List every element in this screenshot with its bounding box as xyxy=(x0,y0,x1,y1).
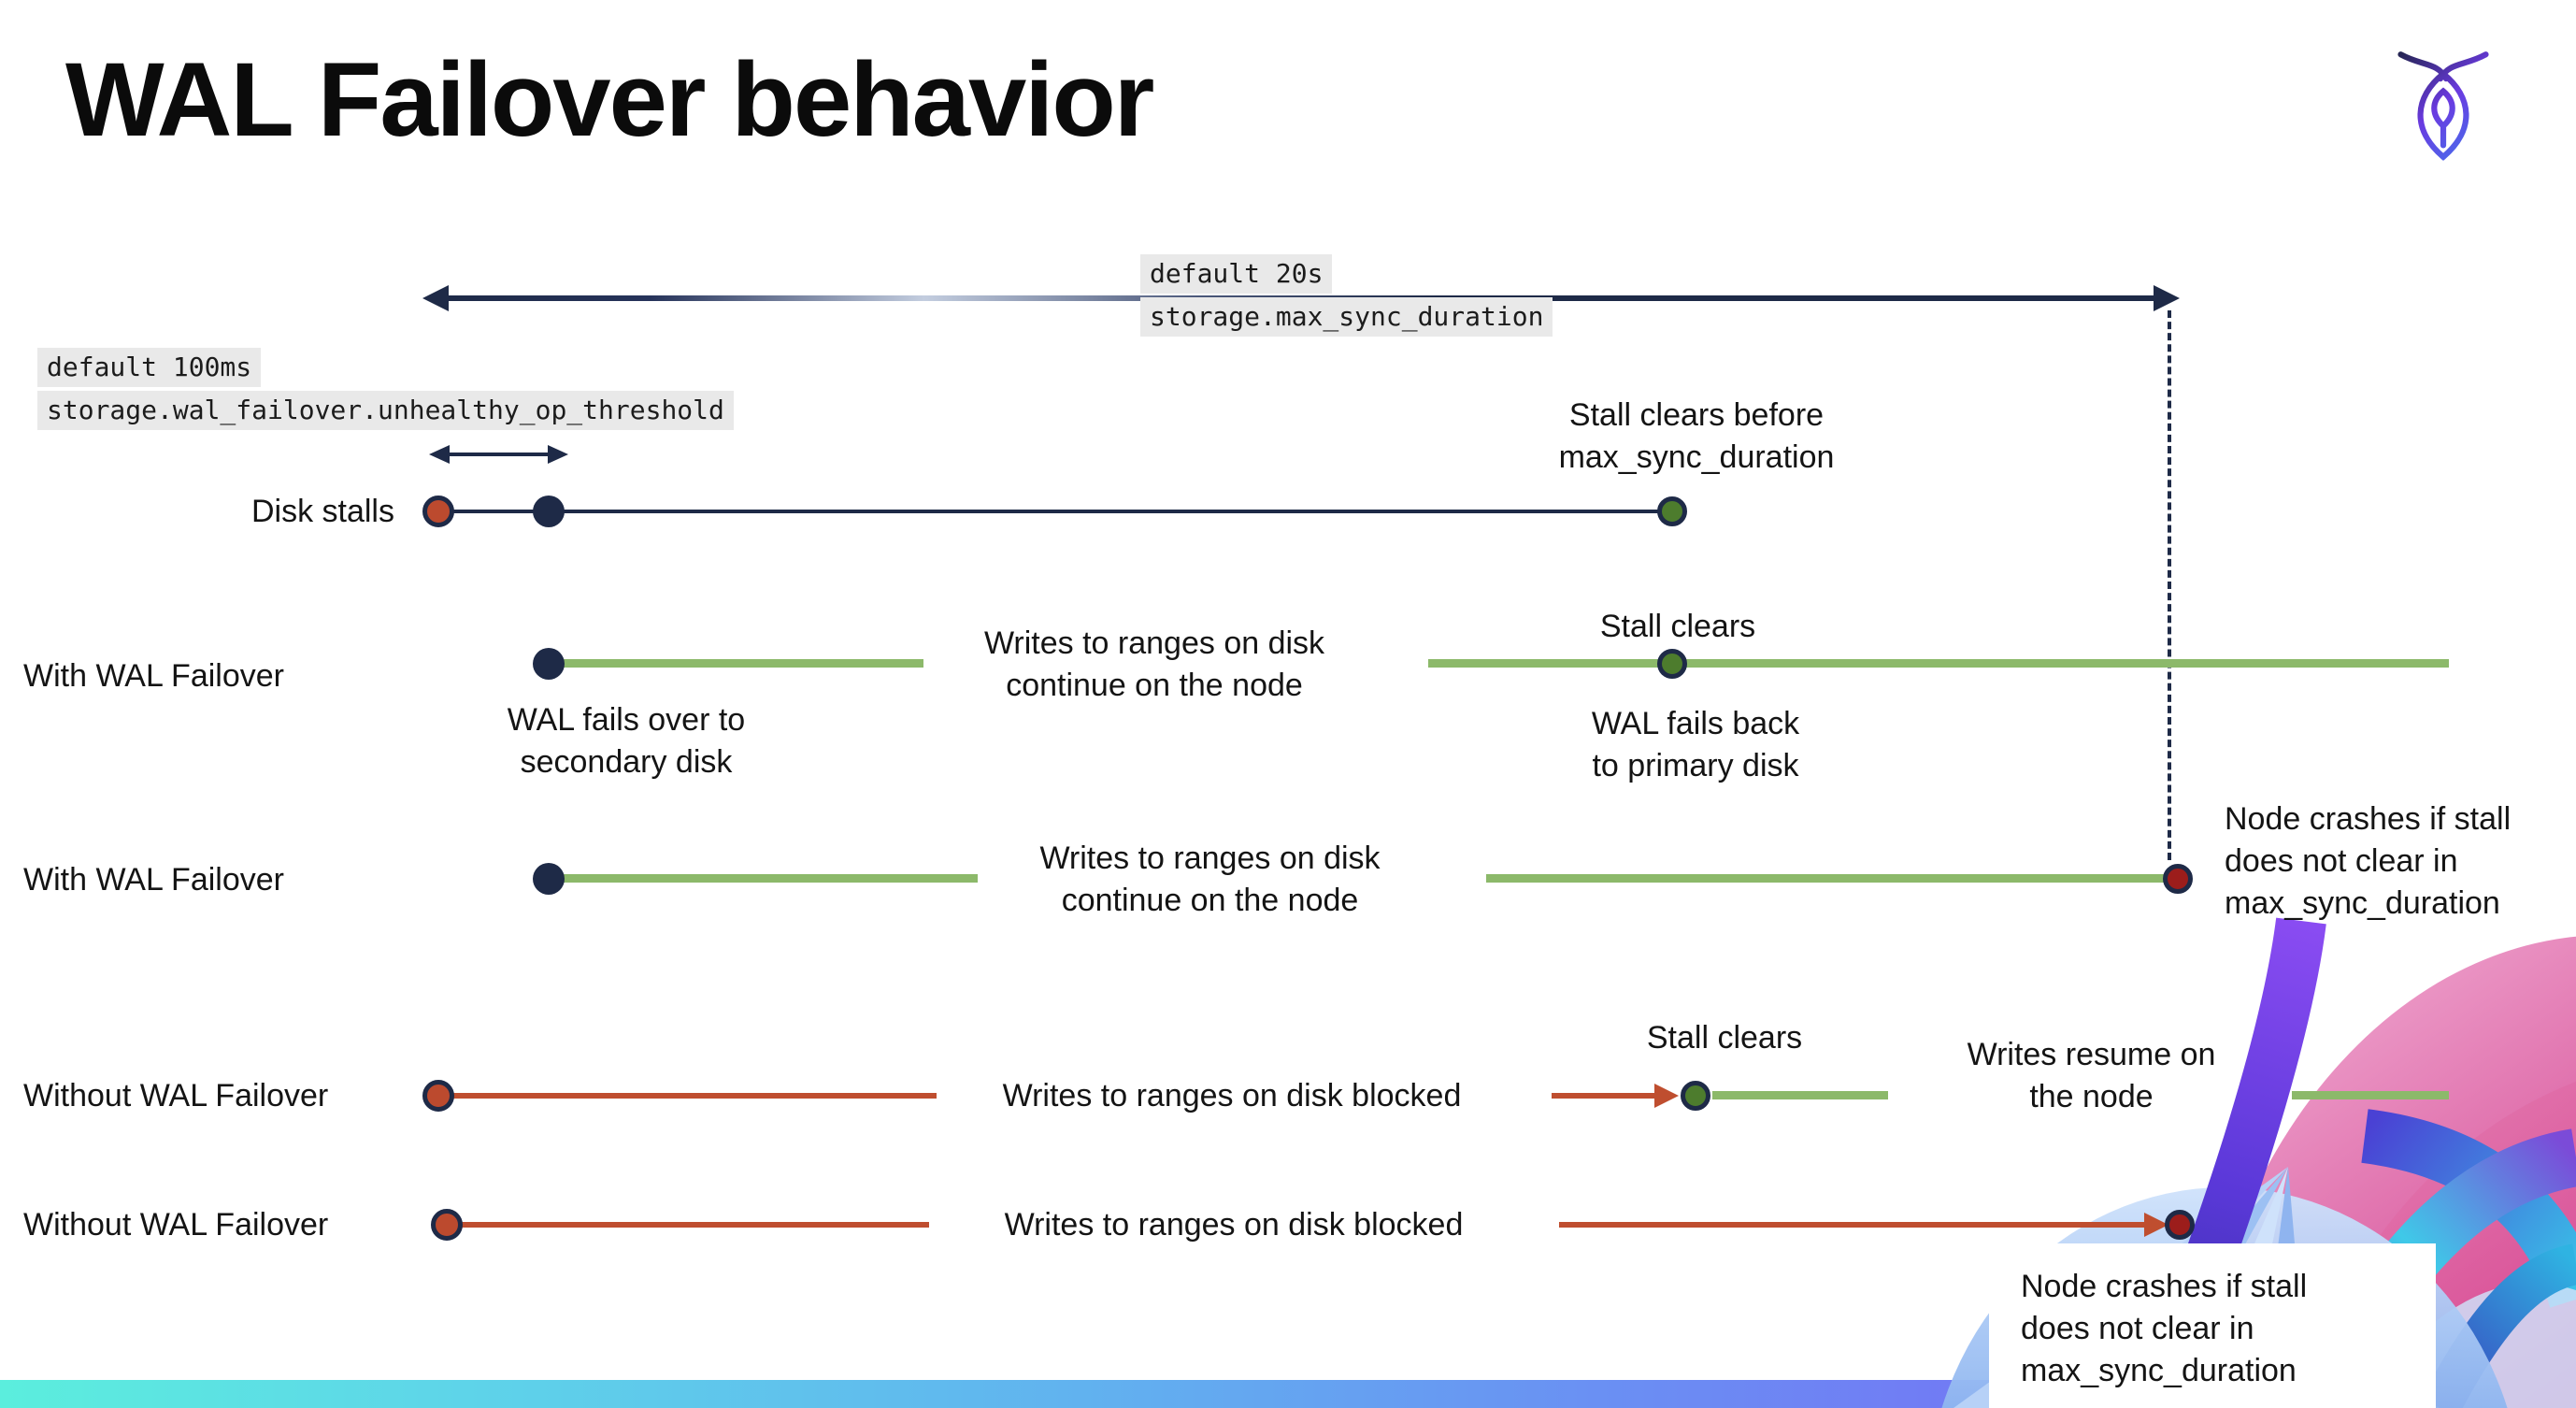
failover-dot-row3 xyxy=(533,863,565,895)
op-threshold-setting-name: storage.wal_failover.unhealthy_op_thresh… xyxy=(37,391,734,431)
threshold-arrow-right-head xyxy=(548,445,568,464)
stall-clears-before-note: Stall clears before max_sync_duration xyxy=(1558,397,1835,476)
row-label-with-wal-failover-1: With WAL Failover xyxy=(23,658,284,694)
red-segment-row4-a xyxy=(441,1093,937,1099)
node-crash-note-box: Node crashes if stall does not clear in … xyxy=(1989,1243,2436,1408)
disk-stall-dot-row5 xyxy=(431,1209,463,1241)
wal-fails-over-note: WAL fails over to secondary disk xyxy=(507,702,746,781)
threshold-arrow-left-head xyxy=(429,445,450,464)
max-sync-setting-name: storage.max_sync_duration xyxy=(1140,297,1553,338)
disk-stall-timeline xyxy=(438,510,1672,513)
writes-blocked-note-row4: Writes to ranges on disk blocked xyxy=(1002,1078,1462,1113)
cockroach-labs-logo xyxy=(2397,51,2489,161)
op-threshold-callout: default 100ms storage.wal_failover.unhea… xyxy=(37,348,734,431)
wal-fails-back-note: WAL fails back to primary disk xyxy=(1591,706,1800,784)
red-segment-row5-a xyxy=(451,1222,929,1228)
failover-threshold-dot xyxy=(533,496,565,527)
stall-clears-note-row2: Stall clears xyxy=(1599,609,1756,644)
green-segment-row3-a xyxy=(551,874,978,883)
failover-dot-row2 xyxy=(533,648,565,680)
row-label-with-wal-failover-2: With WAL Failover xyxy=(23,862,284,898)
green-segment-row2-a xyxy=(551,659,923,668)
threshold-arrow-line xyxy=(447,453,551,456)
max-sync-arrow-left-head xyxy=(422,285,449,311)
red-segment-row5-b xyxy=(1559,1222,2146,1228)
writes-continue-note-row3: Writes to ranges on disk continue on the… xyxy=(1039,840,1381,919)
green-segment-row2-b xyxy=(1428,659,2449,668)
red-segment-row4-b xyxy=(1552,1093,1656,1099)
op-threshold-default-value: default 100ms xyxy=(37,348,262,388)
stall-clears-note-row4: Stall clears xyxy=(1646,1020,1803,1056)
row-label-without-wal-failover-2: Without WAL Failover xyxy=(23,1207,329,1243)
red-arrow-head-row4 xyxy=(1654,1084,1679,1108)
node-crash-note-row5: Node crashes if stall does not clear in … xyxy=(2021,1269,2308,1389)
green-segment-row4-a xyxy=(1712,1091,1888,1099)
stall-clears-dot-row1 xyxy=(1657,496,1687,526)
max-sync-callout: default 20s storage.max_sync_duration xyxy=(1140,254,1553,338)
disk-stall-dot-row4 xyxy=(422,1080,454,1112)
writes-blocked-note-row5: Writes to ranges on disk blocked xyxy=(1004,1207,1464,1243)
stall-clears-dot-row2 xyxy=(1657,649,1687,679)
max-sync-deadline-dashed-line xyxy=(2168,310,2171,860)
max-sync-arrow-right-head xyxy=(2154,285,2180,311)
writes-continue-note-row2: Writes to ranges on disk continue on the… xyxy=(983,625,1325,704)
node-crash-note-row3: Node crashes if stall does not clear in … xyxy=(2225,801,2512,922)
node-crash-dot-row3 xyxy=(2163,864,2193,894)
row-label-without-wal-failover-1: Without WAL Failover xyxy=(23,1078,329,1113)
writes-resume-note: Writes resume on the node xyxy=(1967,1037,2216,1115)
node-crash-dot-row5 xyxy=(2165,1210,2195,1240)
stall-clears-dot-row4 xyxy=(1681,1081,1710,1111)
green-segment-row4-b xyxy=(2292,1091,2449,1099)
page-title: WAL Failover behavior xyxy=(65,41,1154,158)
red-arrow-head-row5 xyxy=(2144,1213,2168,1237)
max-sync-default-value: default 20s xyxy=(1140,254,1333,295)
green-segment-row3-b xyxy=(1486,874,2167,883)
row-label-disk-stalls: Disk stalls xyxy=(250,494,394,529)
disk-stall-start-dot xyxy=(422,496,454,527)
